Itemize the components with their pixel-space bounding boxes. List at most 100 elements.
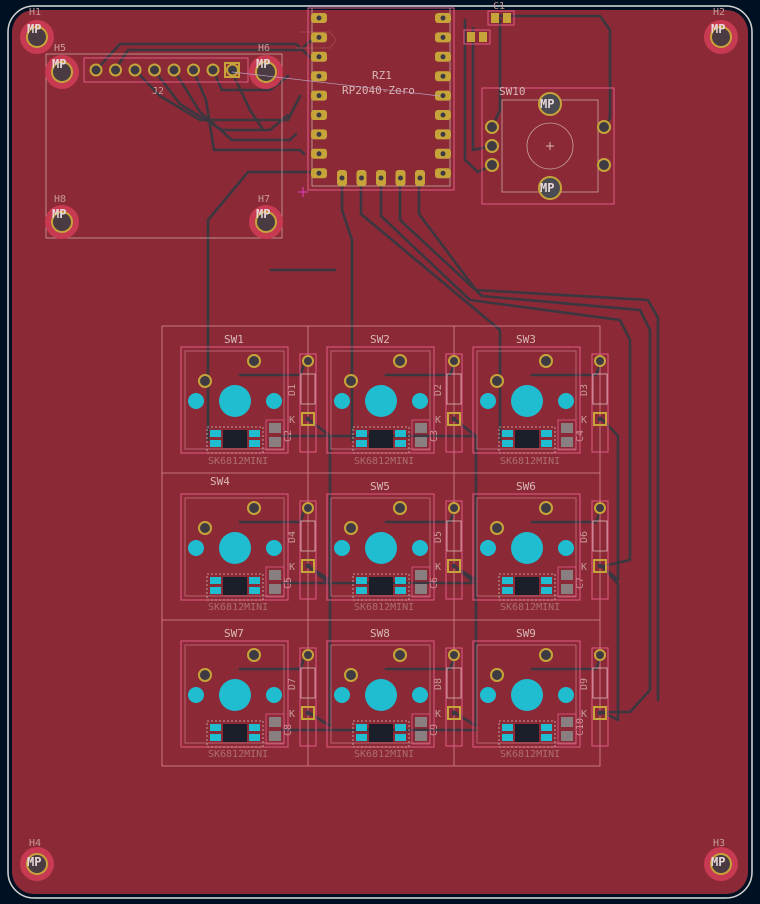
diode-courtyard [591, 500, 609, 600]
led-part: SK6812MINI [354, 602, 414, 613]
mcu-pad-hole [398, 175, 403, 181]
trace [340, 176, 354, 442]
cap-courtyard [557, 566, 577, 598]
stabilizer-hole-left [334, 687, 350, 703]
mcu-pad-hole [316, 131, 322, 137]
cap-c1-ref: C1 [493, 1, 505, 12]
led-pad [541, 724, 552, 731]
led-body [223, 577, 247, 595]
trace [94, 42, 312, 72]
led-pad [356, 440, 367, 447]
led-pad [356, 430, 367, 437]
switch-ref: SW6 [516, 480, 536, 493]
led-outline [498, 720, 556, 748]
header-pin-1-square [224, 62, 240, 78]
diode-ref: D6 [579, 531, 590, 543]
diode-courtyard [591, 353, 609, 453]
header-pin [226, 63, 239, 77]
switch-ref: SW7 [224, 627, 244, 640]
diode-cathode-hole [451, 416, 457, 422]
switch-courtyard [326, 346, 435, 454]
encoder-pin [597, 158, 611, 172]
trace-thin [295, 31, 337, 49]
diode-cathode-hole [451, 563, 457, 569]
cap-pad [415, 731, 427, 741]
header-pin [148, 63, 161, 77]
hole-mp-h7: MP [256, 207, 270, 221]
switch-pin-2 [198, 521, 212, 535]
cap-pad [561, 584, 573, 594]
mounting-holes: H1 MP H2 MP H3 MP H4 MP H5 MP H6 MP [20, 7, 738, 881]
switch-ref: SW2 [370, 333, 390, 346]
trace [306, 564, 332, 728]
stabilizer-hole-right [412, 687, 428, 703]
led-part: SK6812MINI [208, 456, 268, 467]
led-pad [249, 577, 260, 584]
diode-k-label: K [435, 415, 441, 426]
led-pad [249, 734, 260, 741]
mcu-pad-hole [440, 170, 446, 176]
cap-pad [415, 423, 427, 433]
switch-center-hole [511, 679, 543, 711]
diode-anode-pad [594, 355, 606, 367]
mcu-pad-hole [440, 131, 446, 137]
led-pad [541, 577, 552, 584]
switch-fab [330, 644, 431, 744]
led-pad [249, 430, 260, 437]
mcu-pad-hole [316, 151, 322, 157]
diode-cathode-hole [305, 710, 311, 716]
led-outline [498, 426, 556, 454]
led-pad [395, 440, 406, 447]
led-pad [541, 734, 552, 741]
diode-cathode-pad [593, 412, 607, 426]
led-part: SK6812MINI [208, 749, 268, 760]
header-ref: J2 [152, 86, 164, 97]
hole-ref-h5: H5 [54, 43, 66, 54]
cap-pad [561, 437, 573, 447]
diode-k-label: K [581, 709, 587, 720]
led-outline [352, 426, 410, 454]
switch-pin-2 [198, 668, 212, 682]
header-pin [109, 63, 122, 77]
copper-pour [12, 10, 748, 894]
hole-ref-h8: H8 [54, 194, 66, 205]
encoder-mp-top: MP [540, 97, 554, 111]
diode-ref: D9 [579, 678, 590, 690]
led-pad [249, 587, 260, 594]
led-pad [395, 577, 406, 584]
switch-center-hole [511, 532, 543, 564]
mcu-pad-hole [316, 34, 322, 40]
cap-courtyard [411, 713, 431, 745]
diode-ref: D1 [287, 384, 298, 396]
diode-body [446, 520, 462, 552]
switch-footprints [180, 346, 609, 748]
mcu-pad-hole [359, 175, 364, 181]
stabilizer-hole-left [188, 393, 204, 409]
switch-courtyard [472, 493, 581, 601]
diode-cathode-hole [597, 563, 603, 569]
led-body [223, 430, 247, 448]
diode-courtyard [299, 353, 317, 453]
encoder-pin [485, 139, 499, 153]
hole-mp-h5: MP [52, 57, 66, 71]
stabilizer-hole-left [480, 540, 496, 556]
led-outline [206, 720, 264, 748]
diode-cathode-hole [305, 563, 311, 569]
led-body [369, 577, 393, 595]
switch-pin-2 [344, 521, 358, 535]
stabilizer-hole-right [412, 393, 428, 409]
hole-ref-h7: H7 [258, 194, 270, 205]
led-part: SK6812MINI [500, 749, 560, 760]
diode-cathode-pad [447, 412, 461, 426]
switch-courtyard [326, 640, 435, 748]
diode-courtyard [445, 647, 463, 747]
header-pin [206, 63, 220, 77]
switch-fab [476, 350, 577, 450]
cap-pad [269, 423, 281, 433]
stabilizer-hole-right [558, 540, 574, 556]
switch-ref: SW1 [224, 333, 244, 346]
diode-cathode-pad [301, 706, 315, 720]
switch-pin-2 [490, 521, 504, 535]
switch-fab [330, 350, 431, 450]
